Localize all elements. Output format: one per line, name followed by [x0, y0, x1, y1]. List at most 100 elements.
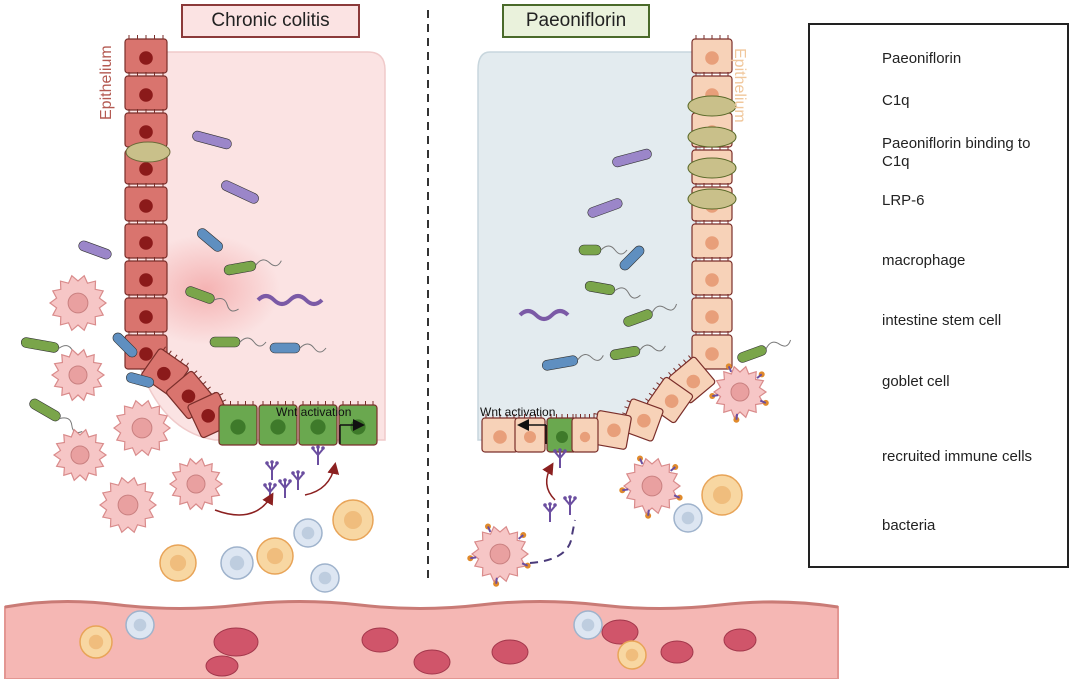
macrophage: [467, 523, 531, 587]
macrophage: [48, 274, 108, 332]
immune-cell: [220, 546, 254, 580]
bacterium: [221, 180, 259, 204]
activation-arrow-2: [304, 462, 340, 496]
bacterium: [518, 309, 570, 321]
bacterium: [29, 398, 83, 434]
bacterium: [112, 332, 138, 358]
legend-label-stem-cell: intestine stem cell: [882, 312, 1002, 329]
c1q: [291, 470, 305, 490]
legend-label-paeoniflorin-binding: Paeoniflorin binding to C1q: [882, 135, 1031, 170]
bacterium: [578, 244, 628, 256]
epithelial-cell: [691, 331, 733, 370]
epithelial-cell: [124, 294, 168, 333]
immune-cell: [125, 610, 155, 640]
c1q: [543, 502, 557, 522]
epithelial-cell: [691, 294, 733, 333]
bacterium: [78, 240, 112, 260]
immune-cell: [310, 563, 340, 593]
epithelial-cell: [691, 257, 733, 296]
right-panel-title: Paeoniflorin: [502, 4, 650, 38]
activation-arrow-1: [214, 492, 274, 516]
bacterium: [612, 148, 652, 168]
bacterium: [619, 245, 645, 271]
epithelial-cell: [124, 72, 168, 111]
stem-cell: [218, 401, 258, 446]
bacterium: [609, 344, 666, 361]
legend: Paeoniflorin C1q Paeoniflorin binding to…: [808, 23, 1069, 568]
c1q: [278, 478, 292, 498]
macrophage: [709, 363, 769, 423]
dashed-migration: [529, 519, 576, 564]
bacterium: [126, 372, 154, 388]
goblet-cell: [687, 95, 737, 117]
wnt-arrow-right: [517, 419, 547, 444]
red-blood-cell: [491, 639, 529, 665]
epithelial-cell: [124, 257, 168, 296]
stem-cell: [298, 401, 338, 446]
epithelial-cell: [691, 220, 733, 259]
left-wnt-label: Wnt activation: [276, 405, 352, 419]
immune-cell: [673, 503, 703, 533]
bacterium: [737, 339, 792, 363]
epithelial-cell: [617, 398, 664, 442]
bacterium: [541, 354, 604, 371]
epithelial-cell: [124, 183, 168, 222]
c1q: [553, 448, 567, 468]
bacterium: [269, 342, 327, 354]
bacterium: [185, 286, 239, 312]
macrophage: [52, 428, 108, 482]
bacterium: [584, 280, 641, 299]
bacterium: [623, 303, 678, 327]
bacterium: [256, 294, 324, 306]
goblet-cell: [687, 157, 737, 179]
red-blood-cell: [205, 655, 239, 677]
bacterium: [197, 228, 223, 252]
epithelial-cell: [691, 35, 733, 74]
epithelial-cell: [124, 109, 168, 148]
immune-cell: [332, 499, 374, 541]
legend-label-paeoniflorin: Paeoniflorin: [882, 50, 962, 67]
stem-cell: [258, 401, 298, 446]
right-epithelium: [481, 35, 737, 453]
c1q: [563, 495, 577, 515]
immune-cell: [79, 625, 113, 659]
macrophage: [98, 476, 158, 534]
c1q: [265, 460, 279, 480]
red-blood-cell: [413, 649, 451, 675]
immune-cell: [617, 640, 647, 670]
immune-cell: [159, 544, 197, 582]
immune-cell: [256, 537, 294, 575]
macrophage: [619, 455, 683, 519]
goblet-cell: [125, 141, 171, 163]
epithelial-cell: [571, 414, 599, 453]
macrophage: [168, 457, 224, 511]
macrophage: [50, 348, 106, 402]
bacterium: [223, 259, 282, 276]
immune-cell: [573, 610, 603, 640]
legend-label-macrophage: macrophage: [882, 252, 966, 269]
bacterium: [587, 198, 623, 218]
left-epithelium-label: Epithelium: [98, 45, 115, 120]
vessel-wall: [4, 599, 839, 610]
immune-cell: [701, 474, 743, 516]
c1q: [311, 445, 325, 465]
red-blood-cell: [660, 640, 694, 664]
epithelial-cell: [514, 414, 546, 453]
bacterium: [192, 130, 232, 150]
activation-arrow-3: [542, 462, 556, 501]
legend-label-c1q: C1q: [882, 92, 910, 109]
right-scene: [467, 148, 792, 587]
red-blood-cell: [213, 627, 259, 657]
red-blood-cell: [723, 628, 757, 652]
wnt-arrow-left: [339, 419, 365, 444]
legend-label-goblet-cell: goblet cell: [882, 373, 950, 390]
legend-label-bacteria: bacteria: [882, 517, 936, 534]
immune-cell: [293, 518, 323, 548]
stem-cell: [546, 414, 578, 453]
red-blood-cell: [361, 627, 399, 653]
macrophage: [112, 399, 172, 457]
left-epithelium: [124, 35, 378, 446]
epithelial-cell: [481, 414, 519, 453]
left-scene: [20, 130, 374, 593]
